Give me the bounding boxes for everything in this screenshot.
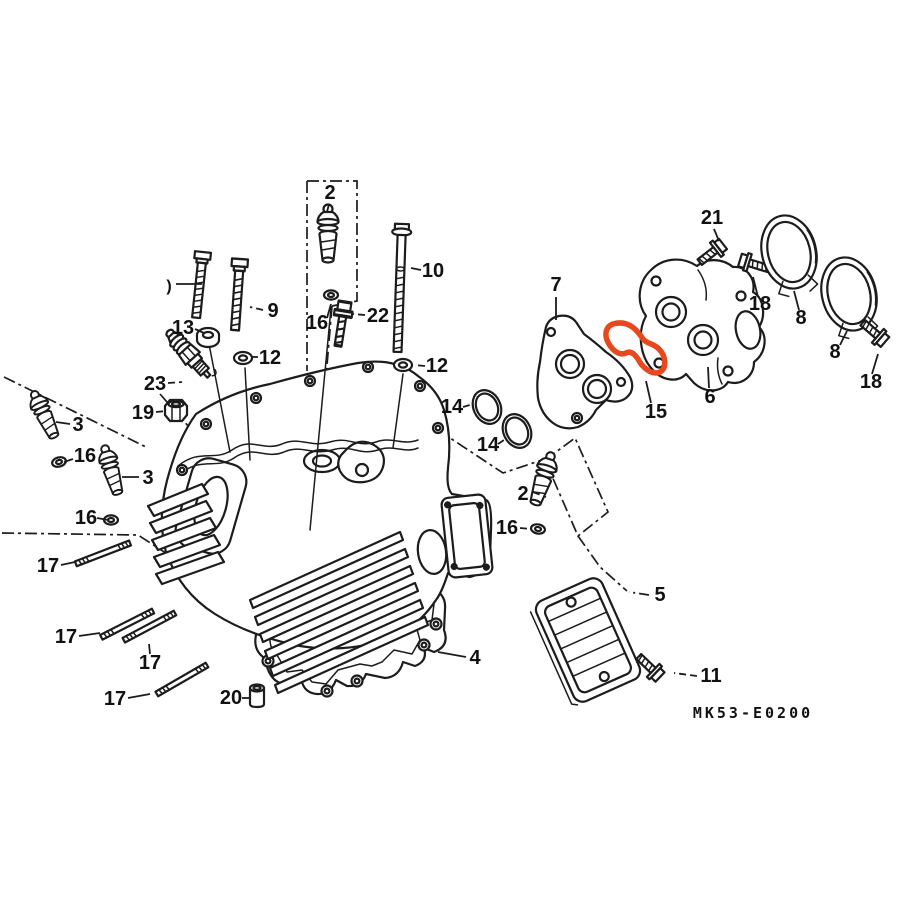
callout-leader-19 bbox=[155, 410, 167, 413]
part-14-oring-a bbox=[466, 384, 508, 430]
part-label-18: 18 bbox=[860, 371, 882, 393]
part-label-12: 12 bbox=[426, 355, 448, 377]
part-17-stud-4 bbox=[154, 661, 210, 698]
part-label-3: 3 bbox=[142, 467, 153, 489]
part-2-tappet-right bbox=[524, 448, 563, 509]
part-3-tappet-a bbox=[23, 386, 65, 443]
callout-leader-10 bbox=[410, 267, 422, 271]
part-17-stud-1 bbox=[73, 539, 133, 568]
callout-leader-16 bbox=[326, 303, 332, 319]
part-label-23: 23 bbox=[144, 373, 166, 395]
labels-layer: 2 16 22 10 12 9) 13 12 23 19 3 16 3 16 17 17 17 17 20 4 7 15 6… bbox=[37, 182, 882, 710]
callout-leader-15 bbox=[645, 380, 652, 404]
callout-leader-17 bbox=[78, 632, 101, 637]
part-19-nut bbox=[163, 398, 189, 423]
part-label-): ) bbox=[166, 278, 171, 295]
part-3-tappet-b bbox=[94, 441, 129, 499]
part-13-collar bbox=[195, 326, 221, 349]
part-6-manifold bbox=[638, 258, 766, 392]
part-14-oring-b bbox=[496, 408, 538, 454]
part-label-10: 10 bbox=[422, 260, 444, 282]
part-label-17: 17 bbox=[55, 626, 77, 648]
part-12-washer-right bbox=[392, 357, 414, 373]
part-20-cap bbox=[248, 683, 266, 709]
callout-leader-23 bbox=[167, 381, 183, 384]
part-label-2: 2 bbox=[324, 182, 335, 204]
part-16-washer-right bbox=[529, 522, 547, 536]
callout-leader-12 bbox=[413, 364, 426, 367]
callout-leader-16 bbox=[96, 517, 109, 521]
part-label-3: 3 bbox=[72, 414, 83, 436]
callout-leader-8 bbox=[793, 290, 800, 311]
part-label-21: 21 bbox=[701, 207, 723, 229]
callout-leader-2 bbox=[326, 203, 330, 213]
part-label-11: 11 bbox=[700, 665, 721, 687]
part-22-bolt bbox=[327, 298, 356, 349]
part-8-clamp-a bbox=[752, 208, 827, 302]
part-label-16: 16 bbox=[496, 517, 518, 539]
part-23-spark-plug bbox=[165, 328, 217, 379]
part-label-14: 14 bbox=[441, 396, 464, 418]
callout-leader-17 bbox=[148, 643, 151, 655]
callout-leader-18 bbox=[752, 276, 759, 298]
part-9-bolt-b bbox=[225, 257, 250, 332]
part-label-20: 20 bbox=[220, 687, 242, 709]
part-label-5: 5 bbox=[654, 584, 665, 606]
callout-leader-14 bbox=[497, 437, 508, 445]
cylinder-head-fins bbox=[146, 482, 430, 695]
callout-leader-17 bbox=[127, 693, 151, 699]
callout-leader-3 bbox=[55, 421, 71, 425]
part-15-gasket-highlight[interactable] bbox=[603, 320, 668, 376]
part-label-6: 6 bbox=[704, 386, 715, 408]
callout-leader-16 bbox=[519, 527, 532, 530]
highlighted-gasket-outline bbox=[603, 320, 668, 376]
part-10-stud bbox=[391, 222, 413, 354]
callout-leader-4 bbox=[437, 651, 467, 658]
part-label-7: 7 bbox=[550, 274, 561, 296]
part-label-22: 22 bbox=[367, 305, 389, 327]
callout-leader-8 bbox=[839, 330, 848, 346]
part-label-18: 18 bbox=[749, 293, 771, 315]
part-label-16: 16 bbox=[74, 445, 96, 467]
part-label-17: 17 bbox=[104, 688, 126, 710]
diagram-code: MK53-E0200 bbox=[693, 704, 813, 722]
part-label-14: 14 bbox=[477, 434, 500, 456]
part-label-19: 19 bbox=[132, 402, 154, 424]
part-label-12: 12 bbox=[259, 347, 281, 369]
callout-leader-9 bbox=[249, 306, 264, 311]
part-label-8: 8 bbox=[829, 341, 840, 363]
part-label-16: 16 bbox=[75, 507, 97, 529]
callout-leader-16 bbox=[63, 458, 74, 463]
part-7-flange bbox=[536, 314, 634, 430]
callout-leader-21 bbox=[713, 228, 720, 242]
callout-leader-5 bbox=[628, 591, 650, 596]
fastener-leader-lines bbox=[208, 307, 404, 531]
callout-leader-22 bbox=[352, 313, 366, 316]
callout-leader-14 bbox=[462, 403, 474, 408]
part-label-17: 17 bbox=[37, 555, 59, 577]
part-label-13: 13 bbox=[172, 317, 194, 339]
part-16-washer-top bbox=[322, 289, 340, 301]
callout-leader-2 bbox=[532, 491, 547, 498]
part-label-8: 8 bbox=[795, 307, 806, 329]
callout-leader-6 bbox=[707, 366, 710, 389]
callout-leader-13 bbox=[194, 328, 205, 334]
part-label-16: 16 bbox=[306, 312, 328, 334]
part-12-washer-left bbox=[232, 350, 254, 366]
callout-leader-17 bbox=[60, 561, 76, 566]
part-label-2: 2 bbox=[517, 483, 528, 505]
part-2-tappet-top bbox=[316, 203, 340, 264]
part-label-17: 17 bbox=[139, 652, 161, 674]
part-label-15[interactable]: 15 bbox=[645, 401, 667, 423]
callout-leader-11 bbox=[673, 672, 698, 677]
part-label-9: 9 bbox=[267, 300, 278, 322]
part-label-4: 4 bbox=[469, 647, 481, 669]
callout-leader-18 bbox=[871, 353, 879, 375]
part-5-cover bbox=[529, 577, 642, 706]
